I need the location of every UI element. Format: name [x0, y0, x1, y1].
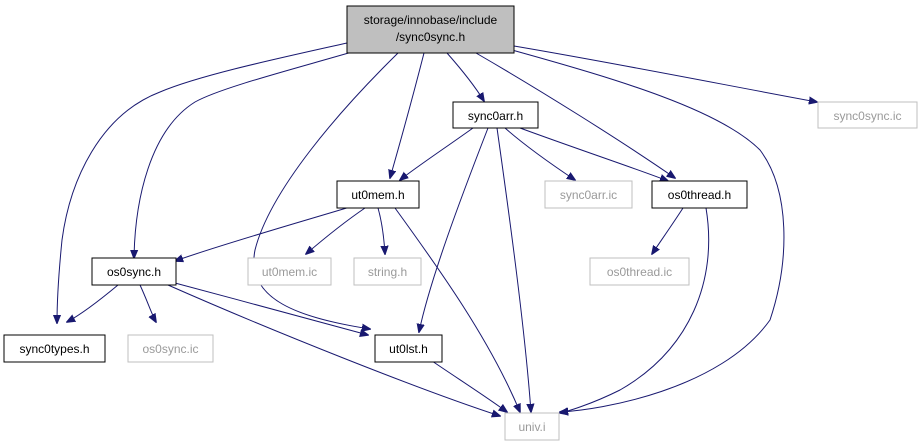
- node-sync0arr-ic[interactable]: sync0arr.ic: [544, 180, 633, 209]
- edge-os0thread-to-os0thread-ic: [652, 207, 684, 254]
- edge-root-to-sync0sync-ic: [513, 45, 817, 102]
- node-root-line-1: storage/innobase/include: [364, 13, 498, 27]
- edge-ut0mem-to-string-h: [377, 207, 385, 254]
- edge-root-to-os0thread-h: [475, 52, 675, 178]
- edge-root-to-ut0mem-h: [390, 52, 425, 178]
- edge-ut0mem-to-ut0mem-ic: [306, 207, 366, 254]
- node-os0thread-h[interactable]: os0thread.h: [651, 180, 748, 209]
- edge-root-to-sync0types-h: [57, 42, 348, 323]
- node-label: ut0mem.ic: [262, 265, 317, 279]
- node-label: ut0lst.h: [389, 342, 428, 356]
- node-os0sync-ic[interactable]: os0sync.ic: [127, 334, 214, 363]
- edge-root-to-univ-i: [511, 49, 785, 412]
- node-label: sync0types.h: [19, 342, 89, 356]
- edge-ut0mem-to-os0sync-h: [175, 206, 351, 261]
- node-sync0sync-ic[interactable]: sync0sync.ic: [817, 101, 918, 129]
- edge-root-to-os0sync-h: [134, 51, 353, 258]
- node-sync0types-h[interactable]: sync0types.h: [3, 334, 106, 363]
- node-univ-i[interactable]: univ.i: [504, 412, 560, 441]
- node-label: sync0arr.h: [468, 109, 523, 123]
- edge-sync0arr-to-ut0mem-h: [400, 127, 474, 180]
- node-ut0mem-ic[interactable]: ut0mem.ic: [247, 257, 332, 286]
- edges: [57, 42, 817, 416]
- edge-ut0lst-to-univ-i: [431, 360, 507, 412]
- node-label: ut0mem.h: [351, 188, 404, 202]
- node-label: os0thread.h: [668, 188, 731, 202]
- node-label: sync0arr.ic: [560, 188, 617, 202]
- edge-os0sync-to-sync0types-h: [67, 284, 119, 322]
- edge-sync0arr-to-sync0arr-ic: [504, 127, 575, 180]
- node-label: univ.i: [518, 420, 545, 434]
- edge-os0sync-to-ut0lst-h: [174, 282, 368, 335]
- edge-os0thread-to-univ-i: [560, 207, 710, 413]
- nodes: storage/innobase/include /sync0sync.h sy…: [3, 5, 918, 441]
- node-ut0lst-h[interactable]: ut0lst.h: [374, 334, 443, 363]
- node-root-sync0sync-h[interactable]: storage/innobase/include /sync0sync.h: [346, 5, 515, 54]
- node-string-h[interactable]: string.h: [353, 257, 422, 286]
- edge-ut0mem-to-univ-i: [394, 207, 520, 412]
- node-label: sync0sync.ic: [833, 109, 901, 123]
- edge-sync0arr-to-os0thread-h: [519, 127, 668, 181]
- edge-root-to-ut0lst-h: [253, 52, 399, 329]
- edge-os0sync-to-os0sync-ic: [139, 284, 156, 322]
- node-root-line-2: /sync0sync.h: [396, 30, 465, 44]
- node-ut0mem-h[interactable]: ut0mem.h: [336, 180, 420, 209]
- node-os0thread-ic[interactable]: os0thread.ic: [589, 257, 690, 286]
- edge-sync0arr-to-univ-i: [496, 127, 531, 412]
- edge-root-to-sync0arr-h: [446, 52, 484, 101]
- node-label: os0sync.ic: [142, 342, 198, 356]
- node-sync0arr-h[interactable]: sync0arr.h: [452, 101, 539, 129]
- node-label: os0sync.h: [107, 265, 161, 279]
- edge-os0sync-to-univ-i: [167, 284, 500, 416]
- edge-sync0arr-to-ut0lst-h: [419, 127, 489, 332]
- node-label: os0thread.ic: [607, 265, 672, 279]
- node-label: string.h: [368, 265, 407, 279]
- node-os0sync-h[interactable]: os0sync.h: [91, 257, 177, 286]
